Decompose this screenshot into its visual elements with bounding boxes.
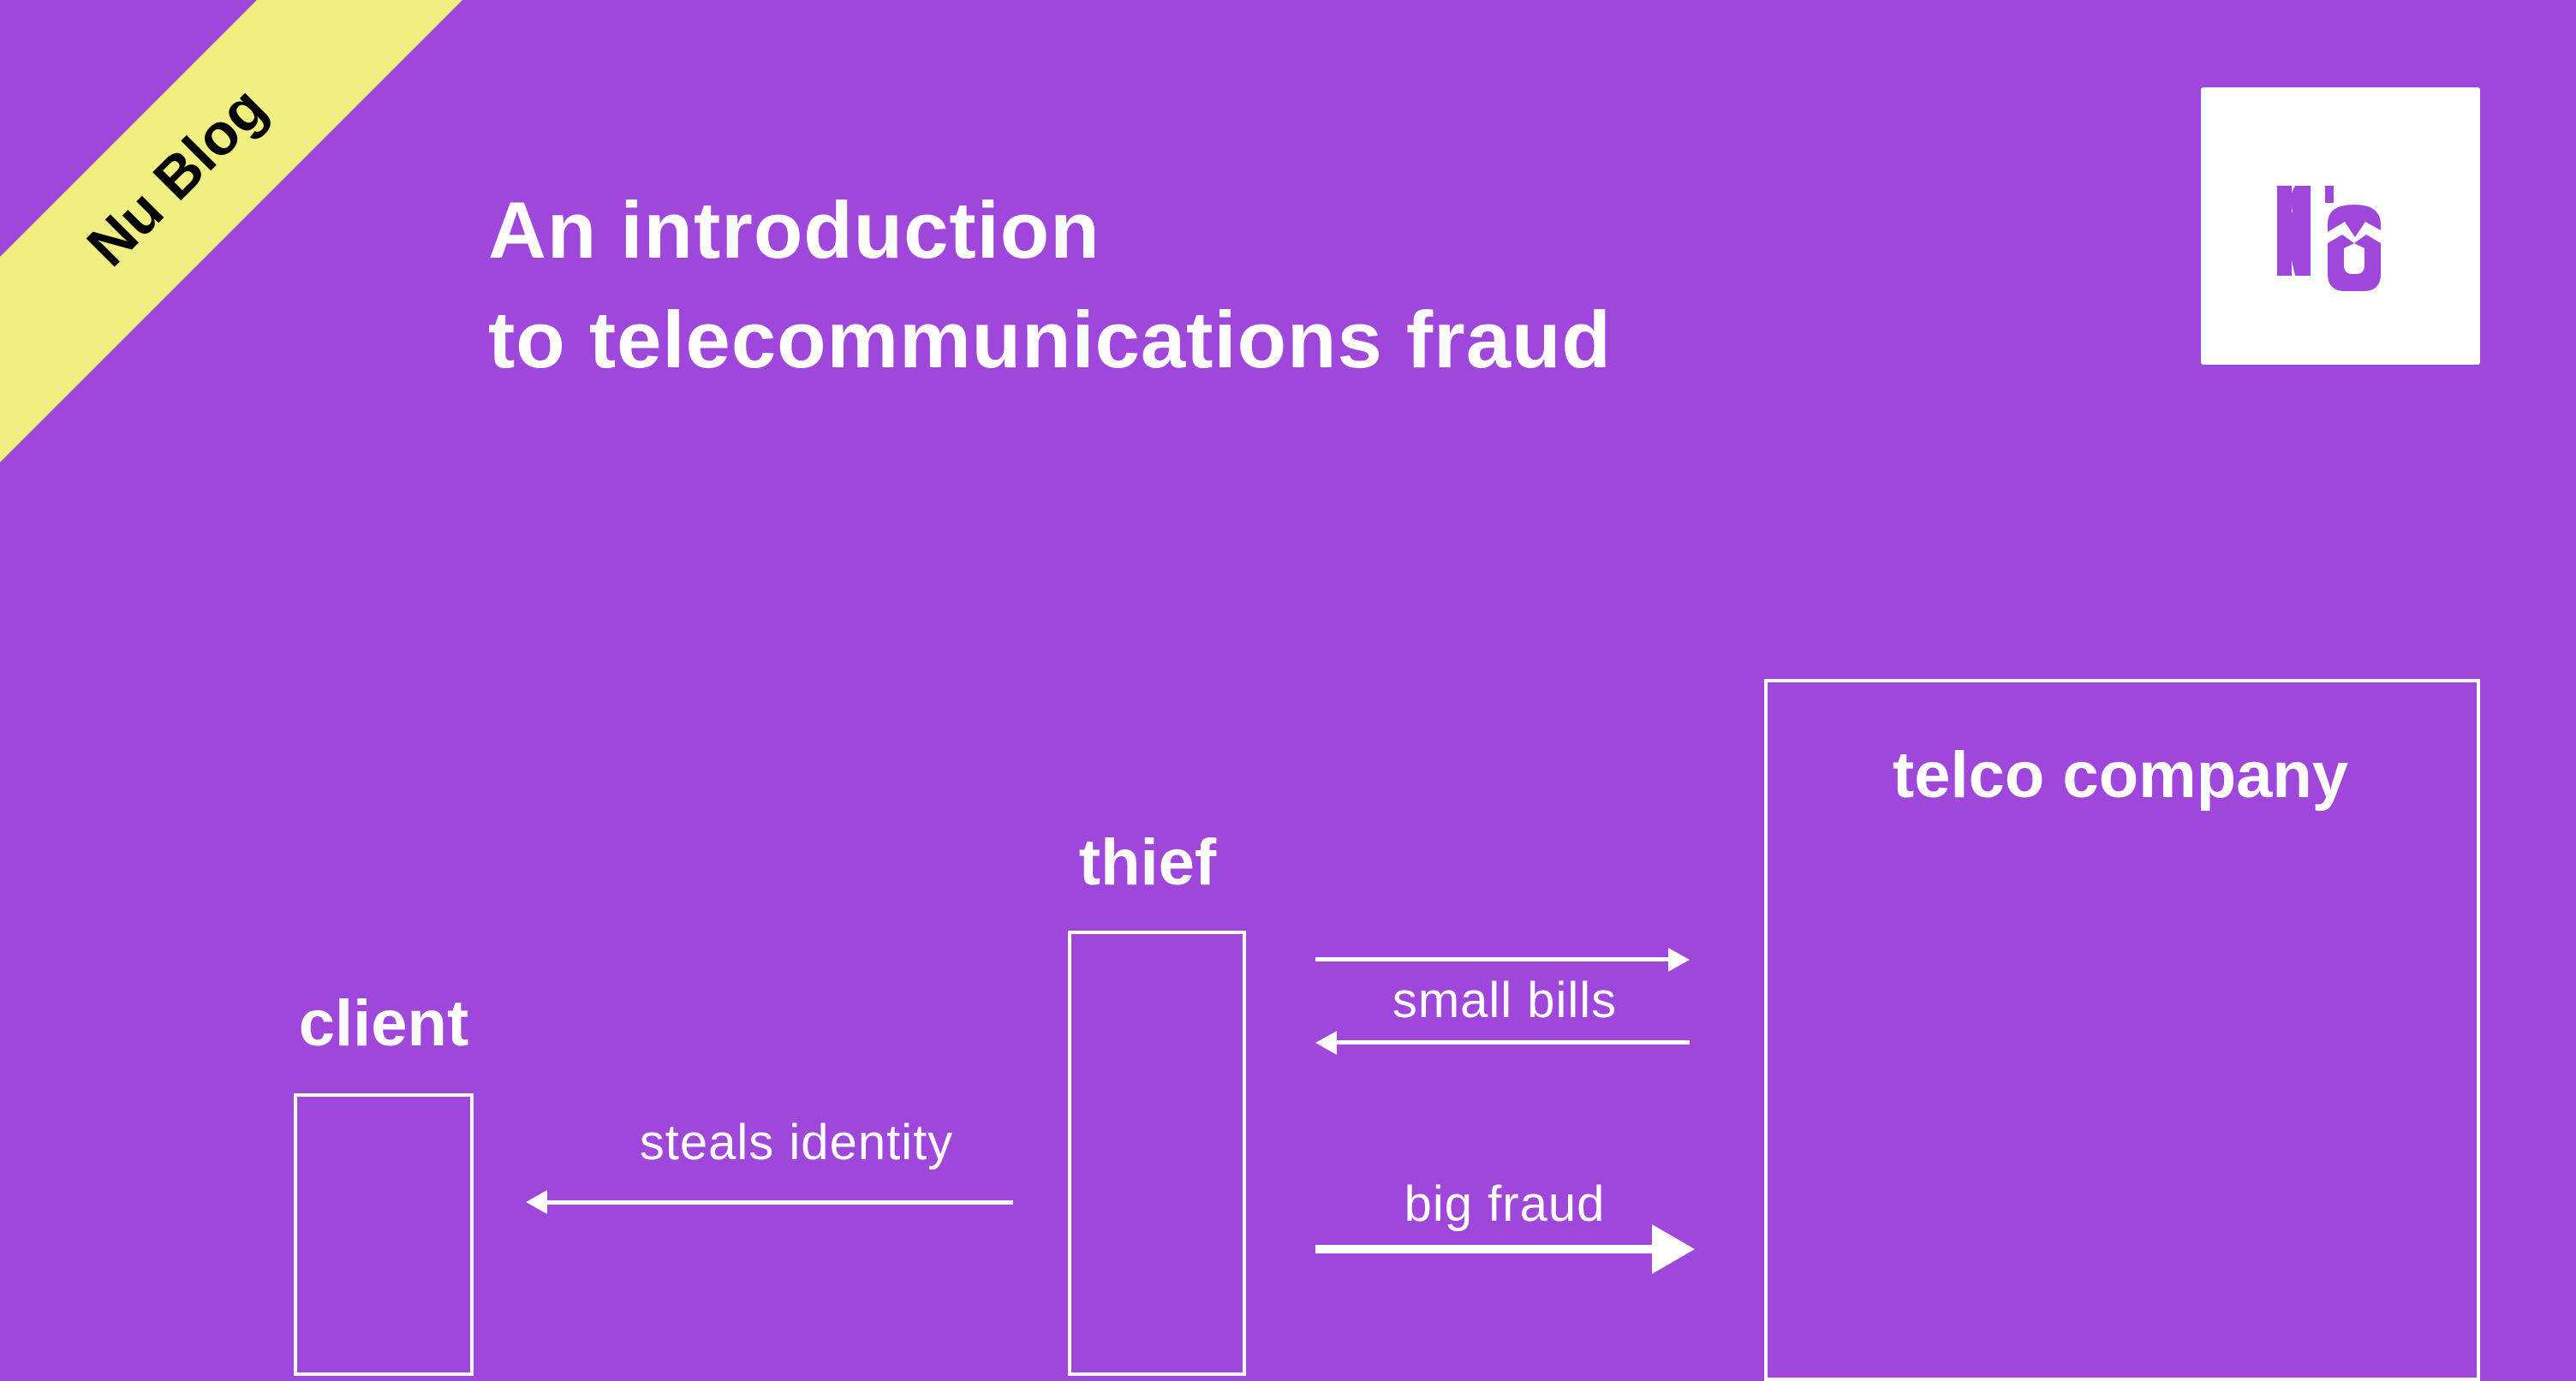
small-bills-label: small bills	[1392, 973, 1618, 1028]
nu-logo-icon	[2277, 186, 2381, 291]
big-fraud-label: big fraud	[1404, 1176, 1606, 1232]
ribbon-band	[0, 0, 462, 462]
page-title-line-1: An introduction	[488, 185, 1100, 275]
steals-identity-label: steals identity	[639, 1115, 954, 1170]
big-fraud-arrow	[1315, 1224, 1695, 1274]
small-bills-left-arrow	[1315, 1031, 1690, 1055]
telco-company-label: telco company	[1892, 739, 2349, 812]
page-title-line-2: to telecommunications fraud	[488, 295, 1612, 384]
nu-logo[interactable]	[2201, 87, 2480, 365]
client-label: client	[298, 987, 469, 1060]
thief-label: thief	[1078, 826, 1217, 899]
small-bills-right-arrow	[1315, 948, 1690, 972]
steals-identity-arrow	[526, 1190, 1013, 1214]
